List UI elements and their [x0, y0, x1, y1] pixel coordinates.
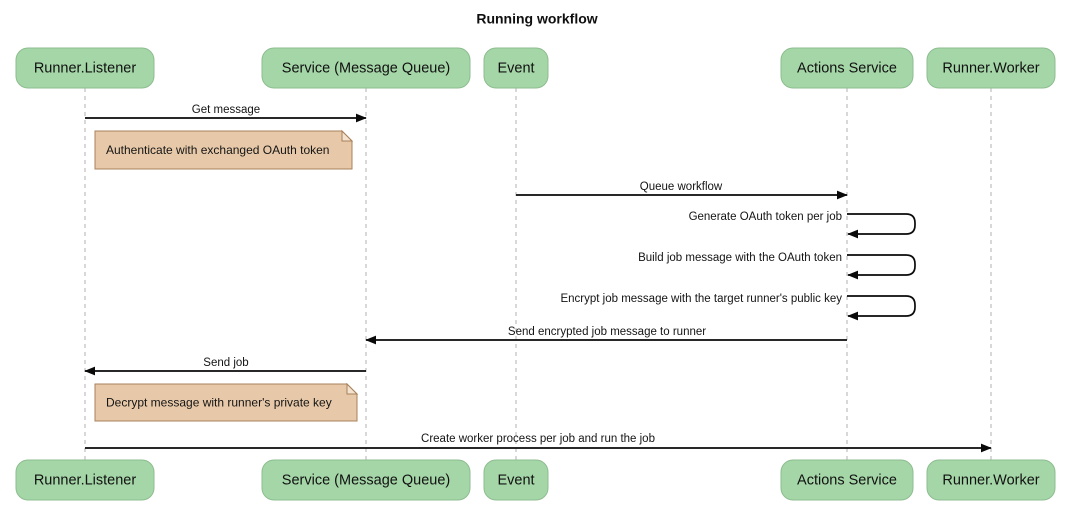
self-loop-path [847, 254, 916, 280]
participant-box[interactable] [261, 459, 471, 501]
note-text: Decrypt message with runner's private ke… [106, 396, 332, 410]
note-authenticate-with-exchanged-oauth-token[interactable]: Authenticate with exchanged OAuth token [94, 129, 354, 170]
participant-box[interactable] [483, 459, 549, 501]
message-label: Send encrypted job message to runner [508, 326, 706, 338]
participant-label: Actions Service [797, 472, 897, 488]
notes-layer: Authenticate with exchanged OAuth tokenD… [94, 129, 359, 422]
message-build-job-message-with-the-oauth-token[interactable]: Build job message with the OAuth token [638, 252, 916, 280]
participant-label: Runner.Listener [34, 472, 137, 488]
participant-runner-worker-footer[interactable]: Runner.Worker [926, 459, 1056, 501]
note-body [94, 130, 353, 170]
participant-label: Event [497, 60, 534, 76]
page-title: Running workflow [476, 11, 597, 27]
participant-label: Runner.Listener [34, 60, 137, 76]
note-fold-corner-icon [346, 382, 359, 395]
participant-runner-listener-footer[interactable]: Runner.Listener [15, 459, 155, 501]
self-loop-path [847, 213, 916, 239]
participant-box[interactable] [15, 459, 155, 501]
participant-service-message-queue-header[interactable]: Service (Message Queue) [261, 47, 471, 89]
message-label: Generate OAuth token per job [689, 211, 842, 223]
participant-box[interactable] [780, 47, 914, 89]
message-label: Create worker process per job and run th… [421, 433, 655, 445]
participant-label: Runner.Worker [942, 60, 1039, 76]
note-text: Authenticate with exchanged OAuth token [106, 143, 329, 157]
participant-box[interactable] [926, 459, 1056, 501]
participant-event-header[interactable]: Event [483, 47, 549, 89]
participant-actions-service-footer[interactable]: Actions Service [780, 459, 914, 501]
message-send-job[interactable]: Send job [84, 357, 366, 376]
participant-box[interactable] [483, 47, 549, 89]
participant-label: Service (Message Queue) [282, 60, 450, 76]
participant-runner-worker-header[interactable]: Runner.Worker [926, 47, 1056, 89]
message-generate-oauth-token-per-job[interactable]: Generate OAuth token per job [689, 211, 916, 239]
participant-label: Event [497, 472, 534, 488]
message-encrypt-job-message-with-the-target-runners-public-key[interactable]: Encrypt job message with the target runn… [560, 293, 916, 321]
participant-service-message-queue-footer[interactable]: Service (Message Queue) [261, 459, 471, 501]
message-label: Encrypt job message with the target runn… [560, 293, 842, 305]
message-send-encrypted-job-message-to-runner[interactable]: Send encrypted job message to runner [365, 326, 847, 345]
note-body [94, 383, 358, 422]
message-queue-workflow[interactable]: Queue workflow [516, 181, 848, 200]
lifelines-layer [84, 88, 992, 460]
message-label: Build job message with the OAuth token [638, 252, 842, 264]
participant-box[interactable] [261, 47, 471, 89]
message-get-message[interactable]: Get message [85, 104, 367, 123]
message-create-worker-process-per-job-and-run-the-job[interactable]: Create worker process per job and run th… [85, 433, 992, 453]
note-fold-corner-icon [341, 129, 354, 142]
participant-runner-listener-header[interactable]: Runner.Listener [15, 47, 155, 89]
participant-label: Actions Service [797, 60, 897, 76]
message-label: Get message [192, 104, 260, 116]
message-label: Queue workflow [640, 181, 723, 193]
participant-event-footer[interactable]: Event [483, 459, 549, 501]
participant-label: Service (Message Queue) [282, 472, 450, 488]
participant-actions-service-header[interactable]: Actions Service [780, 47, 914, 89]
participant-box[interactable] [926, 47, 1056, 89]
participant-box[interactable] [780, 459, 914, 501]
message-label: Send job [203, 357, 248, 369]
participant-label: Runner.Worker [942, 472, 1039, 488]
participant-box[interactable] [15, 47, 155, 89]
note-decrypt-message-with-runners-private-key[interactable]: Decrypt message with runner's private ke… [94, 382, 359, 422]
self-loop-path [847, 295, 916, 321]
